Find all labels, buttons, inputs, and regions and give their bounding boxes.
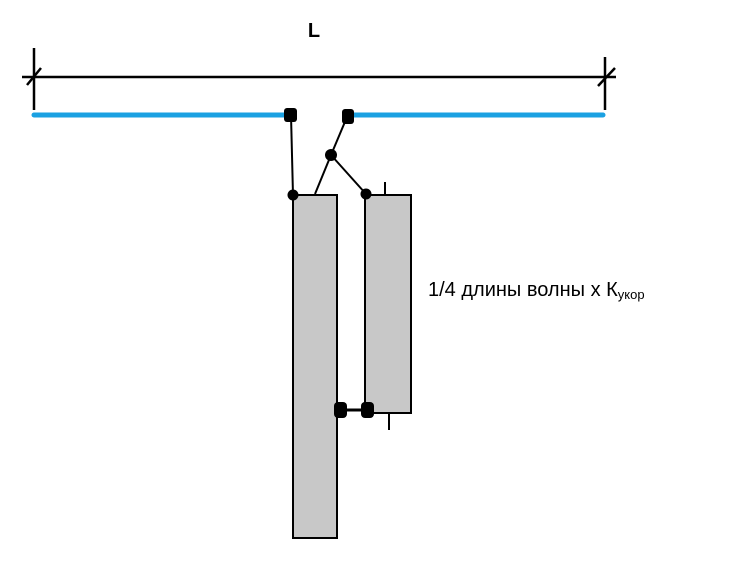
quarter-wave-annotation: 1/4 длины волны х Кукор xyxy=(428,279,645,302)
annotation-subscript: укор xyxy=(618,287,645,302)
quarter-wave-coax-section xyxy=(364,194,412,414)
long-coax-section xyxy=(292,194,338,539)
dimension-line xyxy=(22,48,616,110)
wire-junction-left xyxy=(314,154,332,195)
dimension-label: L xyxy=(308,20,320,42)
wire-junction-right xyxy=(330,154,367,195)
annotation-main: 1/4 длины волны х К xyxy=(428,279,618,301)
dot-right-feed xyxy=(342,109,354,124)
wire-left-arm-down xyxy=(290,114,294,196)
dot-short-coax-top xyxy=(360,188,372,200)
junction-dots xyxy=(284,108,374,418)
dot-long-coax-top xyxy=(287,189,299,201)
dimension-right-tick xyxy=(597,67,616,87)
dimension-left-tick xyxy=(26,67,42,86)
dot-bridge-left xyxy=(334,402,347,418)
dot-bridge-right xyxy=(361,402,374,418)
dot-left-feed xyxy=(284,108,297,122)
dot-junction xyxy=(325,149,337,161)
